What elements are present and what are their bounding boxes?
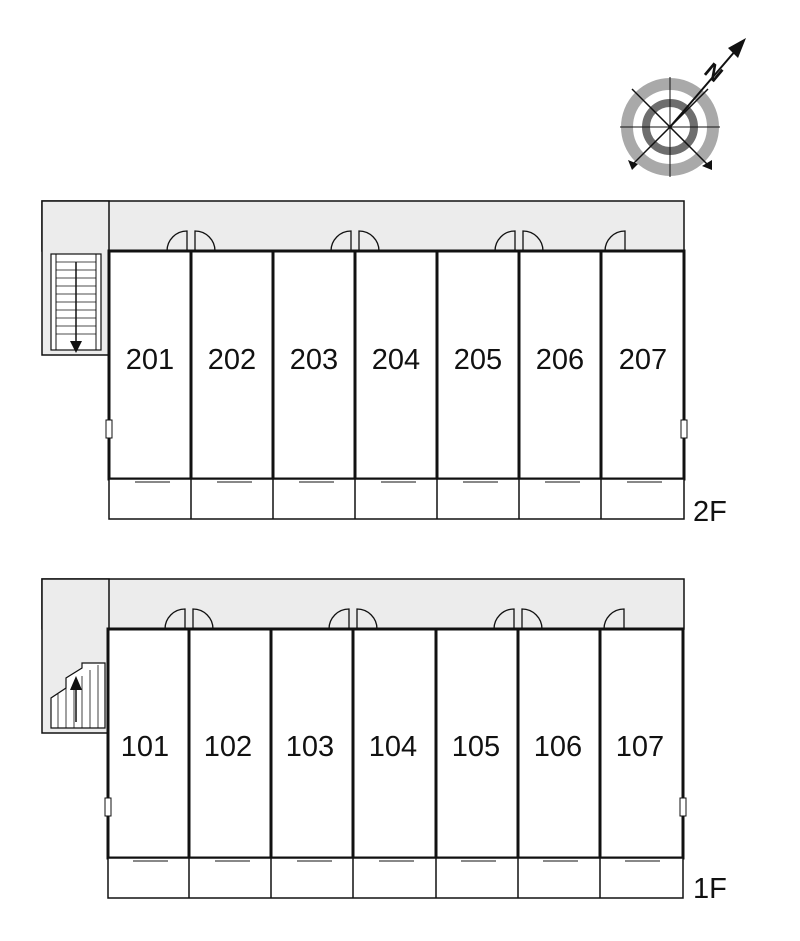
side-windows bbox=[104, 797, 687, 817]
floors: 201 202 203 204 205 206 207 2F bbox=[41, 200, 727, 905]
door-icon bbox=[164, 608, 186, 630]
balcony-dividers bbox=[188, 858, 601, 898]
unit-label: 107 bbox=[616, 731, 664, 763]
door-icon bbox=[194, 230, 216, 252]
door-icon bbox=[603, 608, 625, 630]
unit-label: 103 bbox=[286, 731, 334, 763]
floor-label: 2F bbox=[693, 496, 727, 528]
door-icon bbox=[192, 608, 214, 630]
unit-label: 104 bbox=[369, 731, 417, 763]
doors bbox=[164, 608, 625, 630]
balcony-dividers bbox=[190, 479, 602, 519]
doors bbox=[166, 230, 626, 252]
unit-block bbox=[107, 249, 686, 481]
door-icon bbox=[494, 230, 516, 252]
unit-dividers bbox=[187, 629, 602, 858]
door-icon bbox=[328, 608, 350, 630]
unit-label: 105 bbox=[452, 731, 500, 763]
door-icon bbox=[604, 230, 626, 252]
unit-label: 101 bbox=[121, 731, 169, 763]
door-icon bbox=[166, 230, 188, 252]
up-arrow-icon bbox=[70, 676, 82, 690]
unit-label: 203 bbox=[290, 344, 338, 376]
unit-block bbox=[106, 627, 685, 860]
down-arrow-icon bbox=[70, 341, 82, 353]
door-icon bbox=[522, 230, 544, 252]
north-letter: N bbox=[700, 58, 728, 87]
unit-label: 205 bbox=[454, 344, 502, 376]
unit-labels: 201 202 203 204 205 206 207 bbox=[126, 344, 667, 376]
unit-label: 202 bbox=[208, 344, 256, 376]
corridor bbox=[41, 578, 685, 630]
door-icon bbox=[493, 608, 515, 630]
balcony-strip bbox=[108, 478, 685, 520]
door-icon bbox=[356, 608, 378, 630]
unit-label: 206 bbox=[536, 344, 584, 376]
balcony-strip bbox=[107, 857, 684, 899]
corridor bbox=[41, 200, 685, 252]
unit-label: 204 bbox=[372, 344, 420, 376]
unit-dividers bbox=[189, 251, 603, 479]
door-icon bbox=[358, 230, 380, 252]
unit-label: 106 bbox=[534, 731, 582, 763]
unit-label: 201 bbox=[126, 344, 174, 376]
floor-2f: 201 202 203 204 205 206 207 2F bbox=[41, 200, 727, 528]
door-icon bbox=[521, 608, 543, 630]
staircase bbox=[50, 253, 102, 353]
side-windows bbox=[105, 419, 688, 439]
unit-label: 207 bbox=[619, 344, 667, 376]
staircase bbox=[50, 662, 106, 729]
compass-icon: N bbox=[620, 38, 746, 177]
unit-labels: 101 102 103 104 105 106 107 bbox=[121, 731, 664, 763]
unit-label: 102 bbox=[204, 731, 252, 763]
floor-label: 1F bbox=[693, 873, 727, 905]
door-icon bbox=[330, 230, 352, 252]
floor-1f: 101 102 103 104 105 106 107 1F bbox=[41, 578, 727, 905]
